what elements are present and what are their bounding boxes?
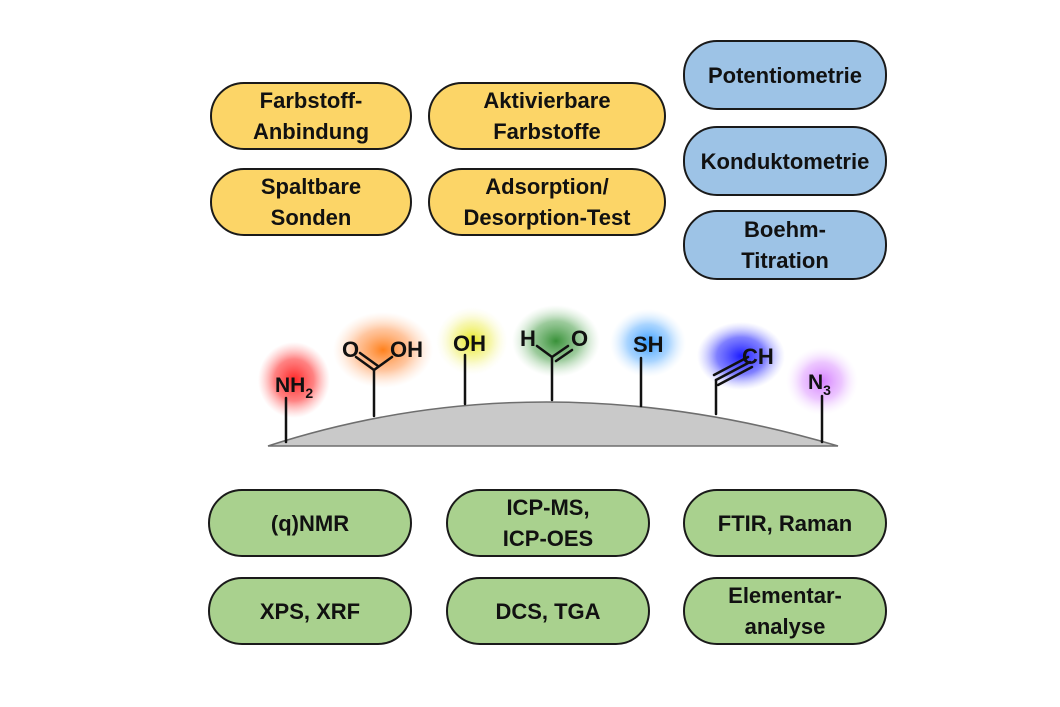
aldehyde-glow bbox=[512, 305, 600, 377]
carboxyl-o-label: O bbox=[342, 337, 359, 362]
thiol-glow bbox=[610, 309, 686, 377]
aldehyde-h-label: H bbox=[520, 326, 536, 351]
method-farbstoff-anbindung: Farbstoff- Anbindung bbox=[210, 82, 412, 150]
method-konduktometrie: Konduktometrie bbox=[683, 126, 887, 196]
method-qnmr: (q)NMR bbox=[208, 489, 412, 557]
hydroxyl-glow bbox=[436, 307, 508, 375]
method-ftir-raman: FTIR, Raman bbox=[683, 489, 887, 557]
method-xps-xrf: XPS, XRF bbox=[208, 577, 412, 645]
thiol-label: SH bbox=[633, 332, 664, 357]
aldehyde-o-label: O bbox=[571, 326, 588, 351]
alkyne-label: CH bbox=[742, 344, 774, 369]
material-surface bbox=[267, 401, 839, 447]
amine-glow bbox=[258, 342, 330, 418]
method-spaltbare-sonden: Spaltbare Sonden bbox=[210, 168, 412, 236]
carboxyl-glow bbox=[333, 312, 433, 388]
method-aktivierbare-farbstoffe: Aktivierbare Farbstoffe bbox=[428, 82, 666, 150]
amine-label: NH2 bbox=[275, 374, 313, 401]
azide-glow bbox=[786, 347, 858, 415]
hydroxyl-label: OH bbox=[453, 331, 486, 356]
method-boehm-titration: Boehm- Titration bbox=[683, 210, 887, 280]
carboxyl-oh-label: OH bbox=[390, 337, 423, 362]
method-elementaranalyse: Elementar- analyse bbox=[683, 577, 887, 645]
method-icp-ms-icp-oes: ICP-MS, ICP-OES bbox=[446, 489, 650, 557]
azide-label: N3 bbox=[808, 371, 831, 398]
method-adsorption-desorption-test: Adsorption/ Desorption-Test bbox=[428, 168, 666, 236]
method-dcs-tga: DCS, TGA bbox=[446, 577, 650, 645]
method-potentiometrie: Potentiometrie bbox=[683, 40, 887, 110]
